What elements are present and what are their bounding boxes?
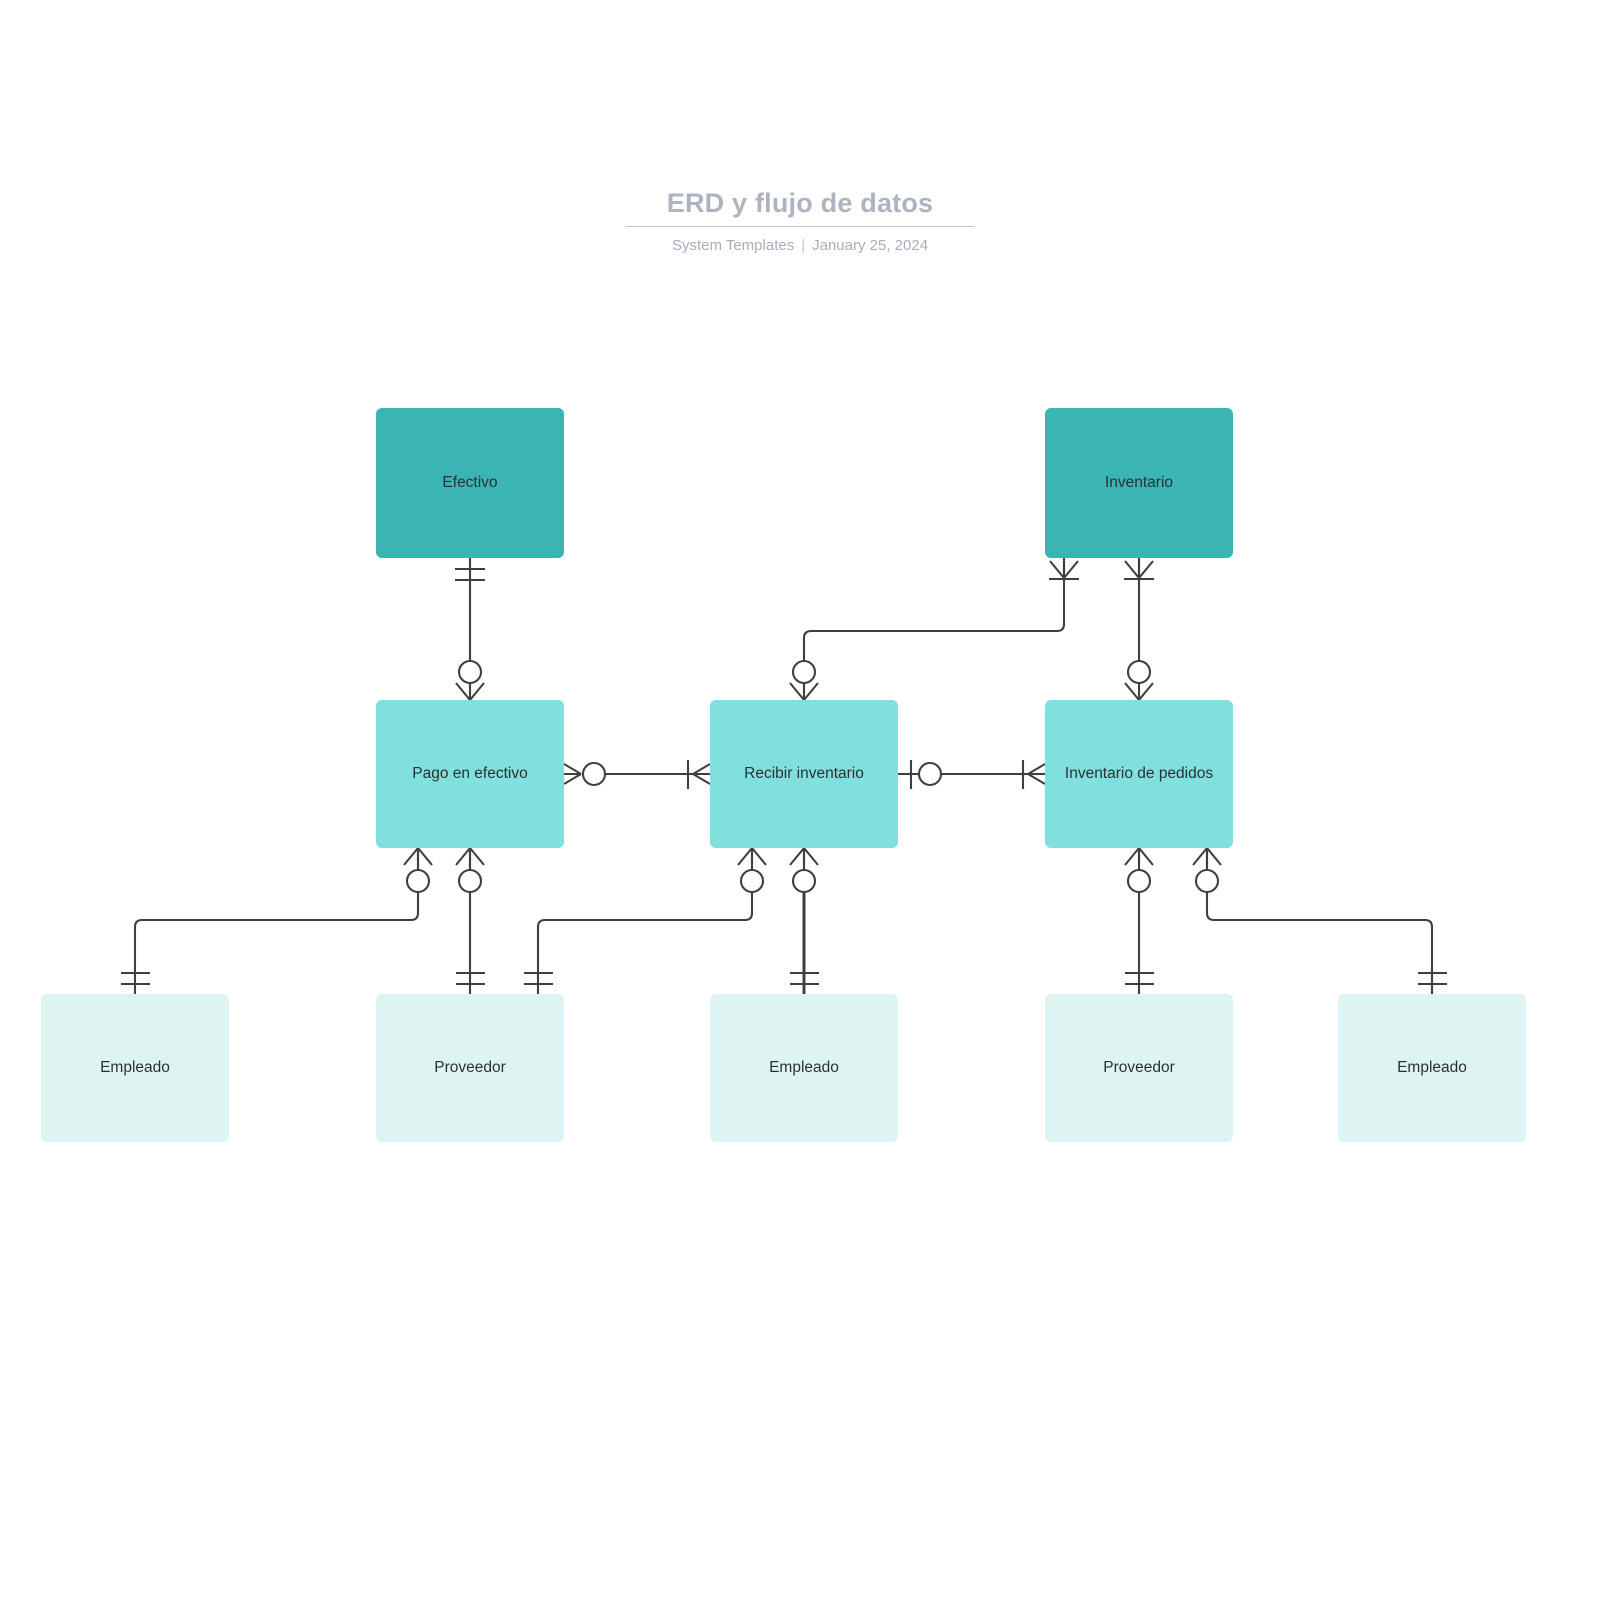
edge-recibir-inventario-empleado-2	[789, 847, 819, 994]
header-subtitle: System Templates | January 25, 2024	[0, 236, 1600, 256]
entity-node-empleado-3[interactable]: Empleado	[1338, 994, 1526, 1142]
entity-label: Efectivo	[442, 474, 498, 491]
edge-recibir-inventario-inventario-de-pedidos	[898, 760, 1046, 789]
entity-node-pago-efectivo[interactable]: Pago en efectivo	[376, 700, 564, 848]
entity-node-proveedor-2[interactable]: Proveedor	[1045, 994, 1233, 1142]
edge-pago-en-efectivo-empleado-1	[121, 847, 433, 994]
entity-node-recibir-inv[interactable]: Recibir inventario	[710, 700, 898, 848]
page-title: ERD y flujo de datos	[666, 188, 934, 218]
entity-label: Inventario de pedidos	[1064, 765, 1214, 782]
entity-node-empleado-1[interactable]: Empleado	[41, 994, 229, 1142]
edge-recibir-inventario-proveedor-1	[524, 847, 767, 994]
header-separator: |	[801, 237, 806, 254]
header-source: System Templates	[671, 237, 795, 254]
edge-inventario-de-pedidos-empleado-3	[1192, 847, 1447, 994]
entity-label: Empleado	[769, 1059, 839, 1076]
edge-pago-en-efectivo-recibir-inventario	[563, 760, 711, 789]
edge-inventario-de-pedidos-proveedor-2	[1124, 847, 1154, 994]
entity-node-efectivo[interactable]: Efectivo	[376, 408, 564, 558]
edge-inventario-inventario-de-pedidos	[1124, 558, 1154, 701]
entity-label: Inventario	[1104, 474, 1174, 491]
entity-node-proveedor-1[interactable]: Proveedor	[376, 994, 564, 1142]
entity-node-inv-pedidos[interactable]: Inventario de pedidos	[1045, 700, 1233, 848]
entity-node-inventario[interactable]: Inventario	[1045, 408, 1233, 558]
entity-label: Proveedor	[1103, 1059, 1175, 1076]
edge-pago-en-efectivo-proveedor-1	[455, 847, 485, 994]
entity-label: Recibir inventario	[744, 765, 864, 782]
header-date: January 25, 2024	[812, 237, 929, 254]
entity-label: Empleado	[1397, 1059, 1467, 1076]
entity-label: Empleado	[100, 1059, 170, 1076]
edge-efectivo-pago-en-efectivo	[455, 558, 485, 701]
entity-label: Proveedor	[434, 1059, 506, 1076]
entity-node-empleado-2[interactable]: Empleado	[710, 994, 898, 1142]
title-divider	[625, 226, 975, 227]
entity-label: Pago en efectivo	[412, 765, 528, 782]
diagram-header: ERD y flujo de datos System Templates | Ja…	[0, 186, 1600, 256]
edge-inventario-recibir-inventario	[789, 558, 1079, 701]
